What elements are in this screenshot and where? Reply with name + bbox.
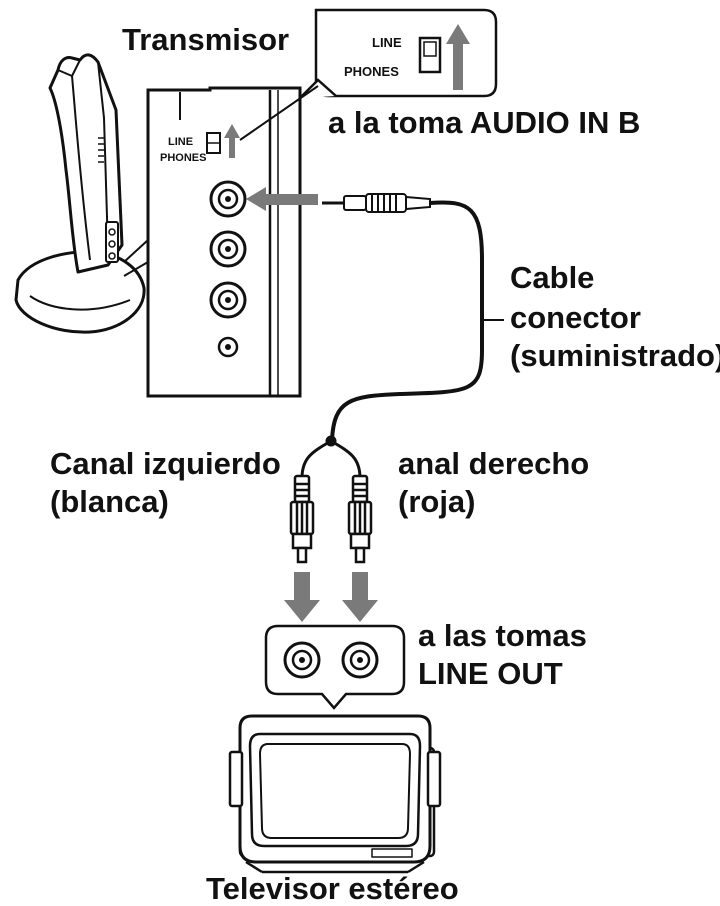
down-arrow-left-icon bbox=[284, 572, 320, 622]
right-channel-label-line1: anal derecho bbox=[398, 446, 589, 481]
cable-label-line1: Cable bbox=[510, 260, 594, 295]
line-out-jack-left[interactable] bbox=[283, 641, 321, 679]
rca-plug-left bbox=[289, 474, 315, 564]
audio-in-b-label: a la toma AUDIO IN B bbox=[328, 105, 640, 140]
rca-plug-right bbox=[347, 474, 373, 564]
left-channel-label-line1: Canal izquierdo bbox=[50, 446, 281, 481]
cable-label-line2: conector bbox=[510, 300, 641, 335]
cable-split bbox=[300, 435, 362, 479]
panel-switch-phones-label: PHONES bbox=[160, 152, 206, 164]
tv-label: Televisor estéreo bbox=[206, 871, 459, 906]
television-illustration bbox=[228, 714, 442, 874]
transmitter-panel-zoom: LINE PHONES bbox=[123, 86, 302, 398]
panel-switch-line-label: LINE bbox=[168, 136, 193, 148]
panel-jack-2[interactable] bbox=[209, 230, 247, 268]
switch-callout-box: LINE PHONES bbox=[239, 8, 498, 141]
line-out-jack-right[interactable] bbox=[341, 641, 379, 679]
callout-switch-line-label: LINE bbox=[372, 35, 402, 50]
connecting-cable bbox=[330, 200, 484, 441]
cable-label-line3: (suministrado) bbox=[510, 338, 720, 373]
panel-jack-dc-in[interactable] bbox=[217, 336, 239, 358]
line-out-callout-box bbox=[264, 624, 406, 710]
right-channel-label-line2: (roja) bbox=[398, 484, 476, 519]
transmitter-stand-illustration bbox=[14, 53, 146, 334]
callout-switch-up-arrow-icon bbox=[446, 24, 470, 90]
line-out-label-line1: a las tomas bbox=[418, 618, 587, 653]
insert-arrow-icon bbox=[246, 187, 318, 211]
line-out-label-line2: LINE OUT bbox=[418, 656, 563, 691]
mini-plug bbox=[322, 193, 431, 213]
callout-switch-phones-label: PHONES bbox=[344, 64, 399, 79]
panel-switch-up-arrow-icon bbox=[224, 124, 240, 158]
panel-jack-audio-in-b[interactable] bbox=[209, 180, 247, 218]
down-arrow-right-icon bbox=[342, 572, 378, 622]
left-channel-label-line2: (blanca) bbox=[50, 484, 169, 519]
transmitter-label: Transmisor bbox=[122, 22, 289, 57]
panel-jack-3[interactable] bbox=[209, 281, 247, 319]
